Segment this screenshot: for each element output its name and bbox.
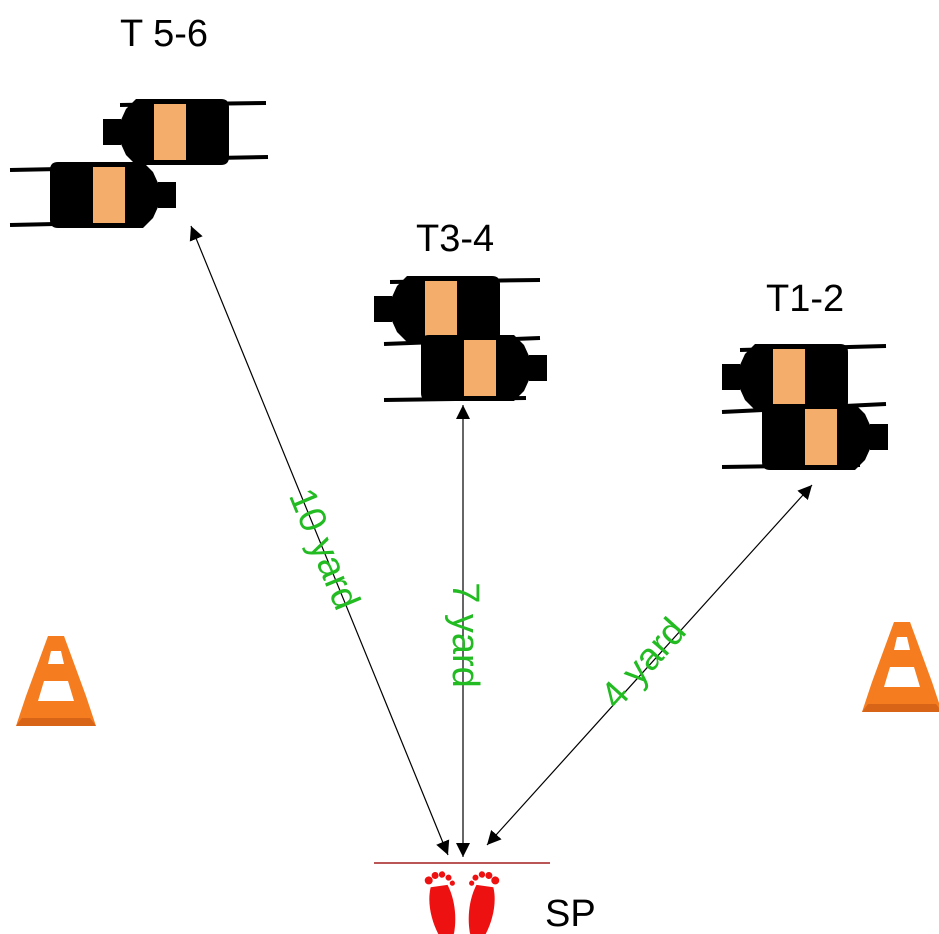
target-icon (722, 344, 848, 410)
target-label-t56: T 5-6 (120, 13, 208, 55)
target-group-t34: T3-4 (374, 218, 547, 402)
footprint-icon (461, 869, 501, 934)
target-icon (103, 99, 229, 165)
footprint-icon (423, 869, 463, 934)
target-label-t34: T3-4 (416, 218, 494, 260)
target-icon (374, 276, 500, 342)
arrow-10-yard (189, 225, 450, 856)
target-group-t12: T1-2 (721, 278, 888, 470)
distance-label-7-yard: 7 yard (444, 582, 486, 688)
distance-label-4-yard: 4 yard (593, 610, 695, 717)
distance-label-10-yard: 10 yard (280, 483, 367, 616)
cone-icon (16, 636, 96, 726)
target-label-t12: T1-2 (766, 278, 844, 320)
target-group-t56: T 5-6 (9, 13, 269, 228)
start-point-label: SP (545, 893, 596, 934)
target-icon (421, 335, 547, 401)
target-icon (50, 162, 176, 228)
arrow-4-yard (486, 484, 813, 846)
target-icon (762, 404, 888, 470)
cone-icon (862, 622, 939, 712)
